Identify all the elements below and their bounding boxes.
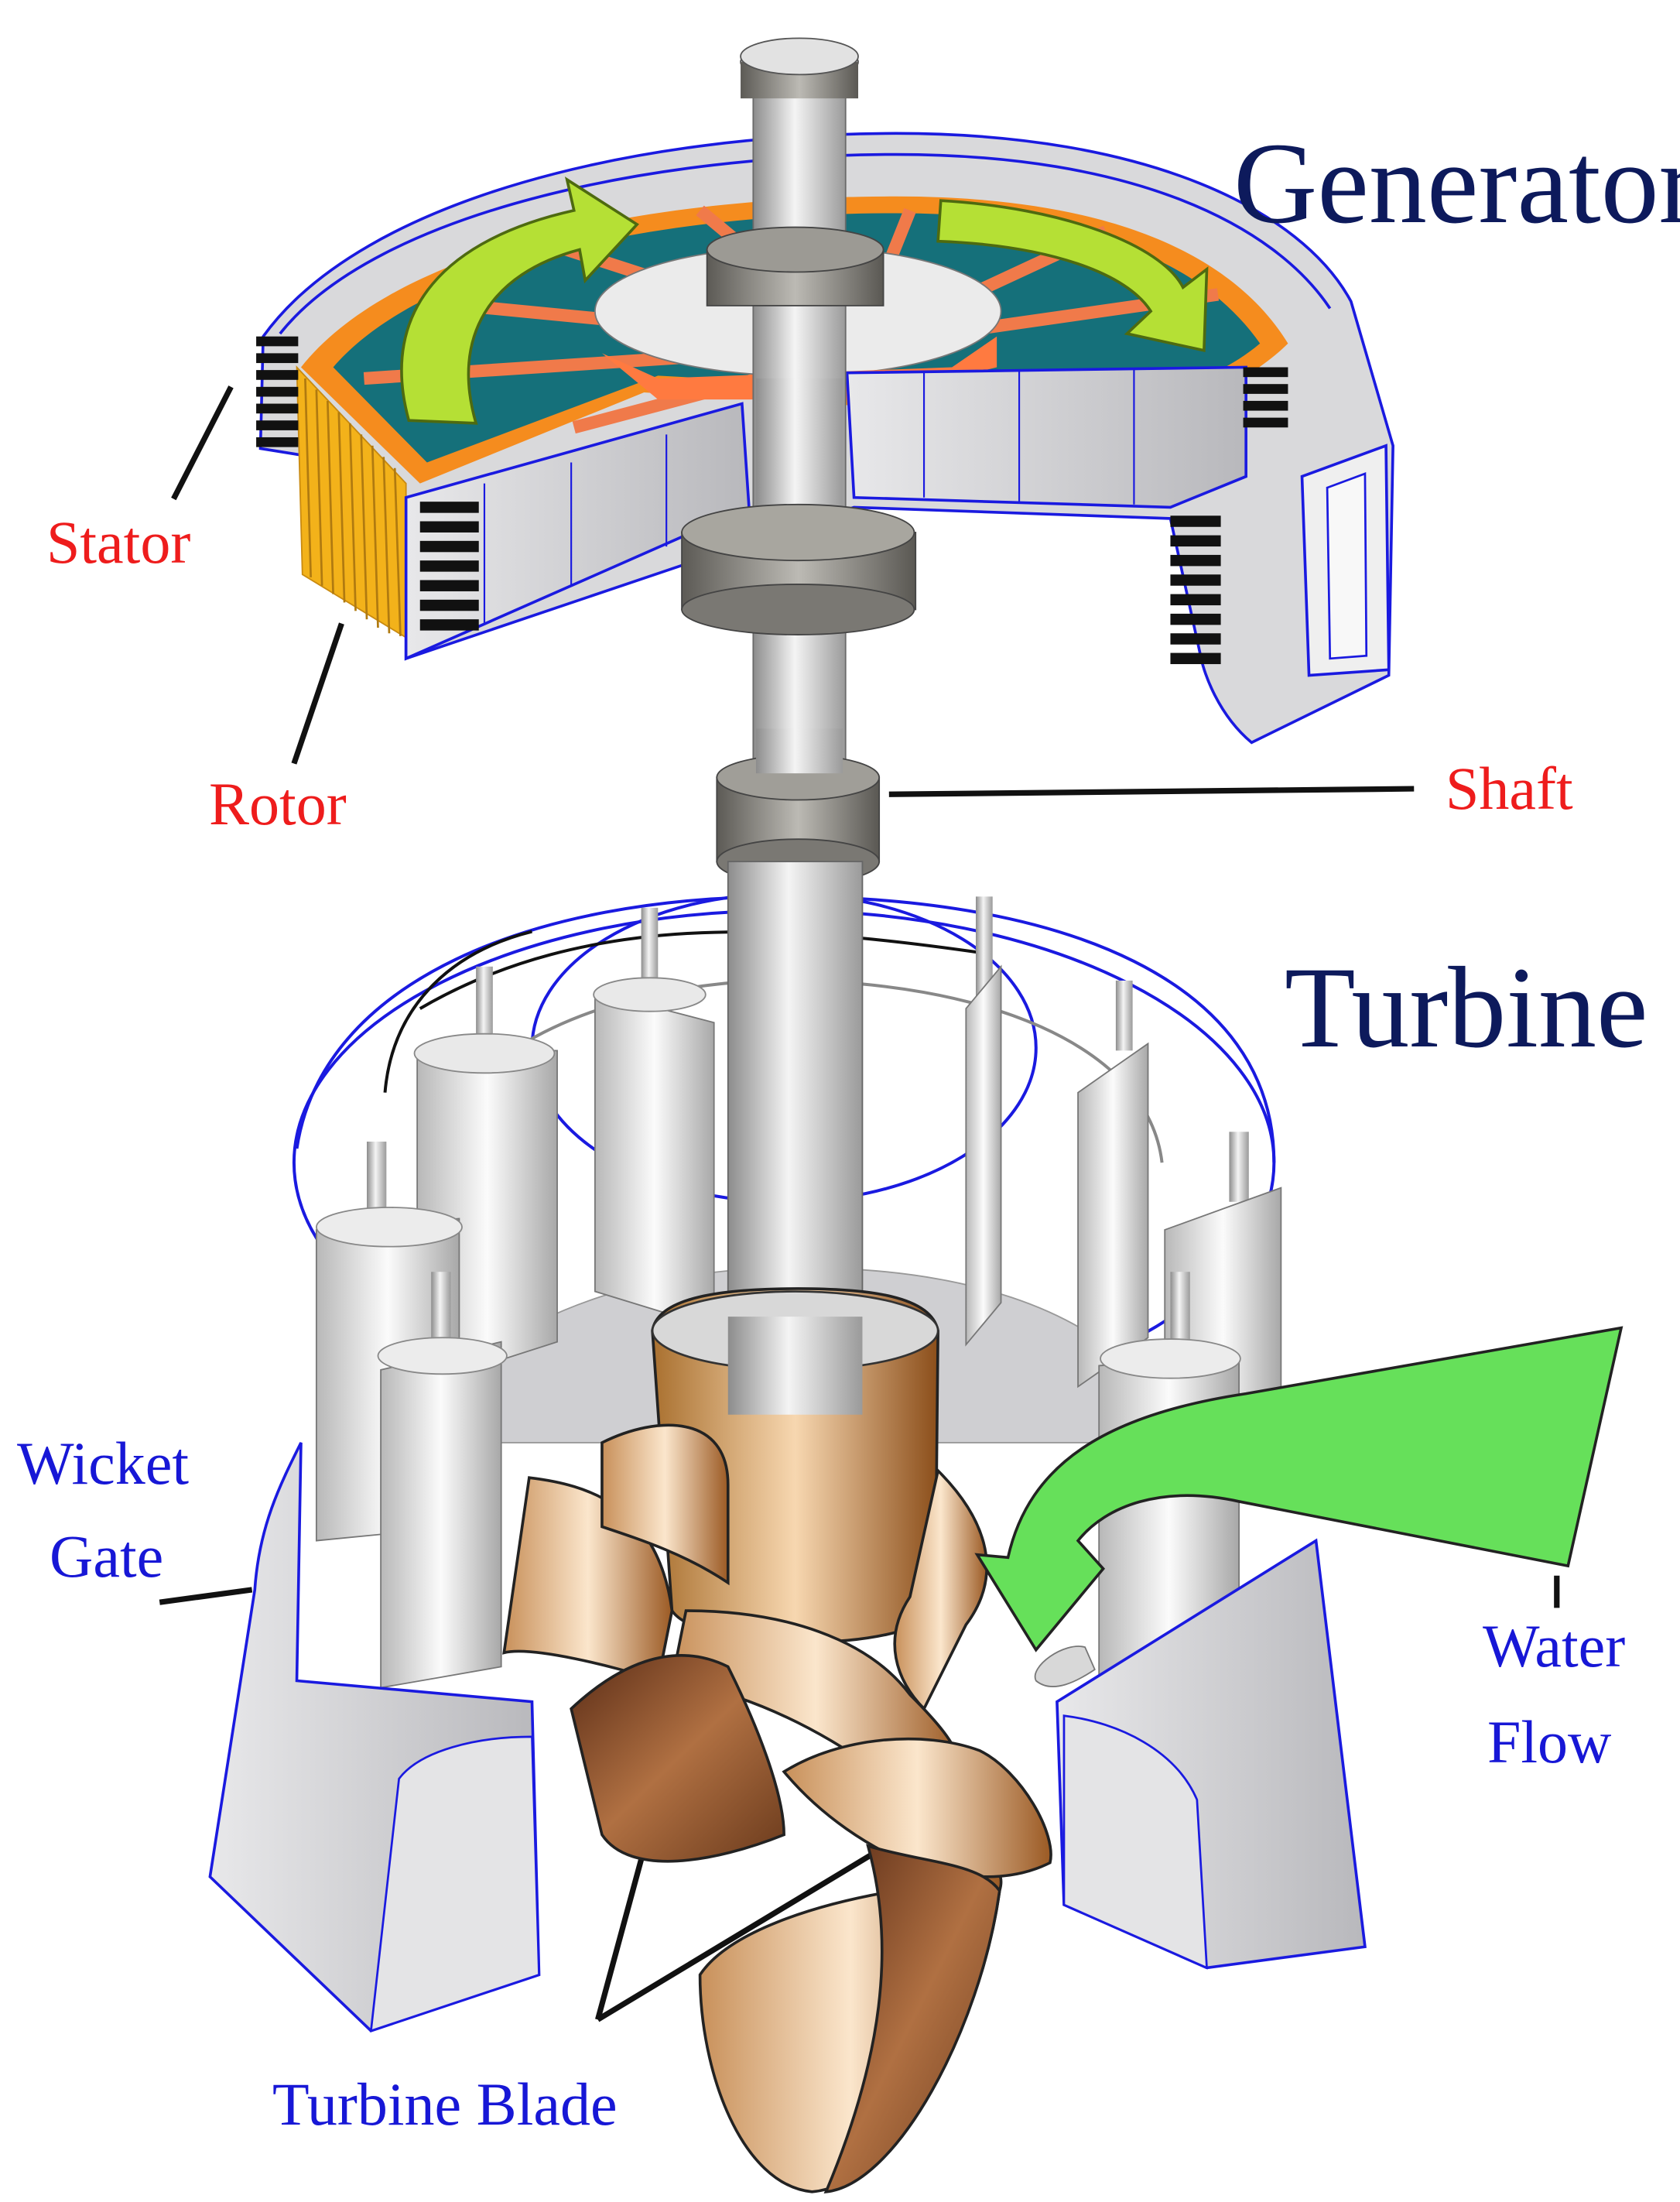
turbine-blade bbox=[893, 1467, 988, 1711]
stator-label: Stator bbox=[46, 509, 191, 576]
wicket-gate-label-line1: Wicket bbox=[17, 1430, 190, 1497]
water-flow-arrow-icon bbox=[974, 1326, 1624, 1652]
rotation-arrow-icon bbox=[400, 176, 639, 425]
wicket-vane bbox=[377, 1272, 508, 1689]
rotor-label: Rotor bbox=[209, 770, 347, 837]
turbine-blades bbox=[502, 1423, 1052, 2193]
wicket-vane bbox=[1077, 980, 1149, 1389]
turbine-blade bbox=[570, 1654, 785, 1863]
water-flow-label-line2: Flow bbox=[1487, 1708, 1612, 1776]
generator-heading: Generator bbox=[1233, 119, 1680, 248]
turbine-blade bbox=[823, 1844, 1001, 2193]
rotation-arrow-icon bbox=[936, 199, 1209, 353]
turbine-heading: Turbine bbox=[1285, 943, 1648, 1072]
turbine-blade bbox=[782, 1737, 1052, 1878]
wicket-vane bbox=[965, 896, 1002, 1347]
spiral-casing bbox=[208, 1442, 1367, 2032]
water-flow-label-line1: Water bbox=[1483, 1612, 1626, 1680]
stator-front-right bbox=[845, 365, 1391, 677]
shaft-label: Shaft bbox=[1446, 755, 1573, 822]
wicket-gate-label-line2: Gate bbox=[50, 1522, 164, 1590]
turbine bbox=[208, 861, 1624, 2193]
turbine-blade bbox=[600, 1423, 730, 1586]
turbine-blade-label: Turbine Blade bbox=[272, 2070, 618, 2138]
stator-slots-left bbox=[256, 336, 299, 447]
wicket-vane bbox=[593, 907, 715, 1329]
